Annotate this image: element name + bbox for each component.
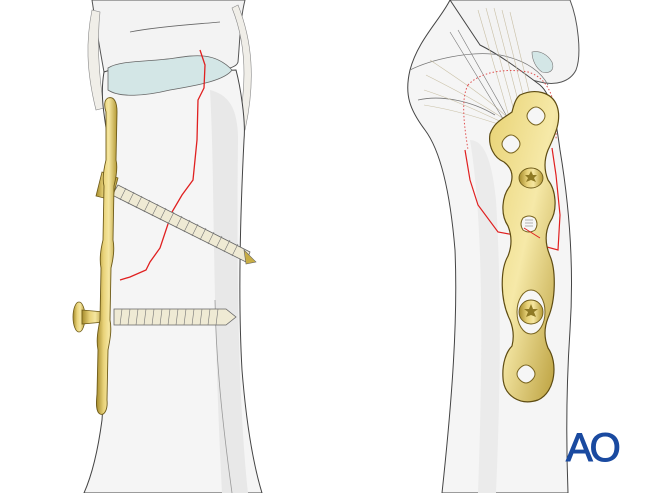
ao-logo: AO bbox=[566, 426, 622, 470]
plate-profile-ap bbox=[96, 97, 118, 415]
locking-screw-top bbox=[518, 167, 544, 189]
ligament-left bbox=[87, 9, 105, 111]
ap-view bbox=[72, 0, 263, 493]
articular-cartilage bbox=[107, 55, 233, 96]
plate-holes bbox=[501, 106, 546, 384]
horizontal-screw bbox=[72, 301, 237, 333]
fracture-line-ap bbox=[119, 49, 206, 281]
lateral-view bbox=[407, 0, 580, 493]
articular-cartilage-lateral bbox=[531, 51, 554, 73]
locking-screw-mid bbox=[516, 289, 546, 335]
